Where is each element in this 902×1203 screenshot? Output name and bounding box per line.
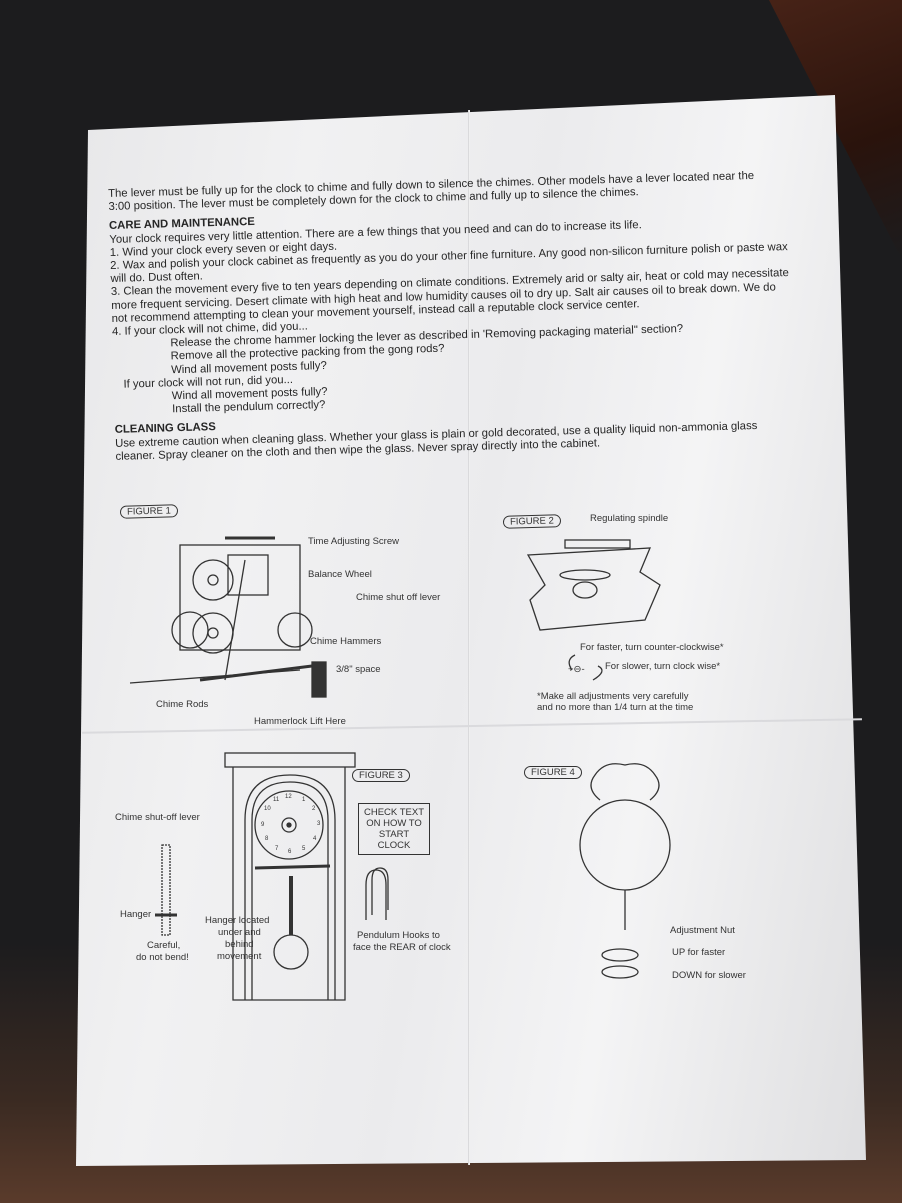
figure2-title: FIGURE 2	[502, 514, 561, 529]
figure3-clock-drawing	[155, 752, 389, 1001]
box-line: ON HOW TO	[366, 818, 422, 829]
figure3-label: movement	[217, 951, 262, 962]
figure3-label: under and	[218, 927, 261, 938]
box-line: CHECK TEXT	[364, 807, 425, 818]
figure2-label: For slower, turn clock wise*	[605, 661, 721, 672]
dial-number: 9	[261, 822, 265, 828]
start-clock-note-box: CHECK TEXT ON HOW TO START CLOCK	[358, 803, 431, 855]
figure3-label: Hanger located	[205, 915, 270, 926]
figure3-label: behind	[225, 939, 254, 950]
figure2-note: and no more than 1/4 turn at the time	[537, 702, 694, 713]
figure1-title: FIGURE 1	[119, 504, 178, 519]
figure2-label: For faster, turn counter-clockwise*	[580, 642, 724, 653]
box-line: CLOCK	[377, 840, 411, 851]
dial-number: 3	[317, 821, 321, 827]
figure3-label: Pendulum Hooks to	[357, 930, 440, 941]
figure2-symbol: +⊖-	[568, 664, 585, 675]
figure4-pendulum-drawing	[579, 763, 671, 979]
figure3-label: Chime shut-off lever	[115, 812, 200, 823]
figure1-label: Balance Wheel	[308, 569, 372, 580]
figure1-label: Hammerlock Lift Here	[254, 716, 346, 727]
figure4-label: DOWN for slower	[672, 970, 746, 981]
figure1-label: Chime shut off lever	[356, 592, 441, 603]
figure3-label: face the REAR of clock	[353, 942, 451, 953]
dial-number: 5	[302, 846, 306, 852]
figure3-label: do not bend!	[136, 952, 189, 963]
figure2-label: Regulating spindle	[590, 513, 669, 524]
dial-number: 11	[273, 797, 280, 803]
figure2-note: *Make all adjustments very carefully	[537, 691, 689, 702]
figure3-title: FIGURE 3	[352, 769, 410, 782]
dial-number: 8	[265, 836, 269, 842]
figure1-label: Time Adjusting Screw	[308, 536, 399, 547]
dial-number: 7	[275, 846, 279, 852]
figure1-label: Chime Hammers	[310, 636, 382, 647]
box-line: START	[378, 829, 410, 840]
figure4-title: FIGURE 4	[524, 766, 582, 779]
figure4-label: UP for faster	[672, 947, 726, 958]
paper-fold	[468, 110, 470, 1165]
figure3-label: Careful,	[147, 940, 181, 951]
figure1-label: Chime Rods	[156, 699, 209, 710]
dial-number: 1	[302, 797, 306, 803]
figure1-label: 3/8" space	[336, 664, 381, 675]
dial-number: 12	[285, 794, 292, 800]
dial-number: 4	[313, 836, 317, 842]
figure4-label: Adjustment Nut	[670, 925, 735, 936]
dial-number: 6	[288, 849, 292, 855]
dial-number: 10	[264, 806, 271, 812]
figure1-movement-drawing	[129, 536, 327, 698]
figure3-label: Hanger	[120, 909, 152, 920]
figure2-balance-drawing	[526, 539, 661, 681]
dial-number: 2	[312, 806, 316, 812]
